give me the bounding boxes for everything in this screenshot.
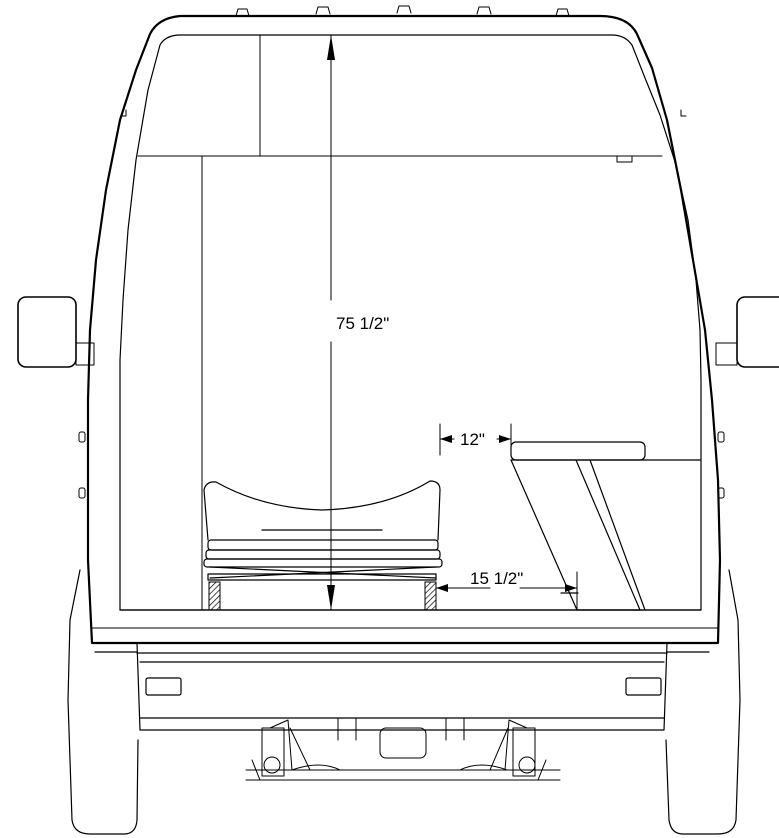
dimension-arrows: [327, 35, 577, 610]
hatched-seat-legs: [208, 581, 437, 611]
roof-markers: [235, 5, 570, 17]
height-dimension-label: 75 1/2": [336, 314, 389, 333]
rear-bumper: [94, 642, 710, 731]
left-mirror: [17, 296, 95, 368]
lift-platform: [510, 441, 701, 611]
rear-axle: [245, 717, 561, 781]
right-mirror: [715, 296, 779, 368]
aisle-floor-dimension-label: 15 1/2": [470, 569, 523, 588]
van-body-outline: [86, 14, 722, 645]
aisle-top-dimension-label: 12": [460, 430, 485, 449]
rear-wheels: [67, 569, 741, 835]
side-trim: [78, 109, 725, 499]
interior-wall: [119, 34, 702, 611]
seat: [203, 480, 443, 581]
